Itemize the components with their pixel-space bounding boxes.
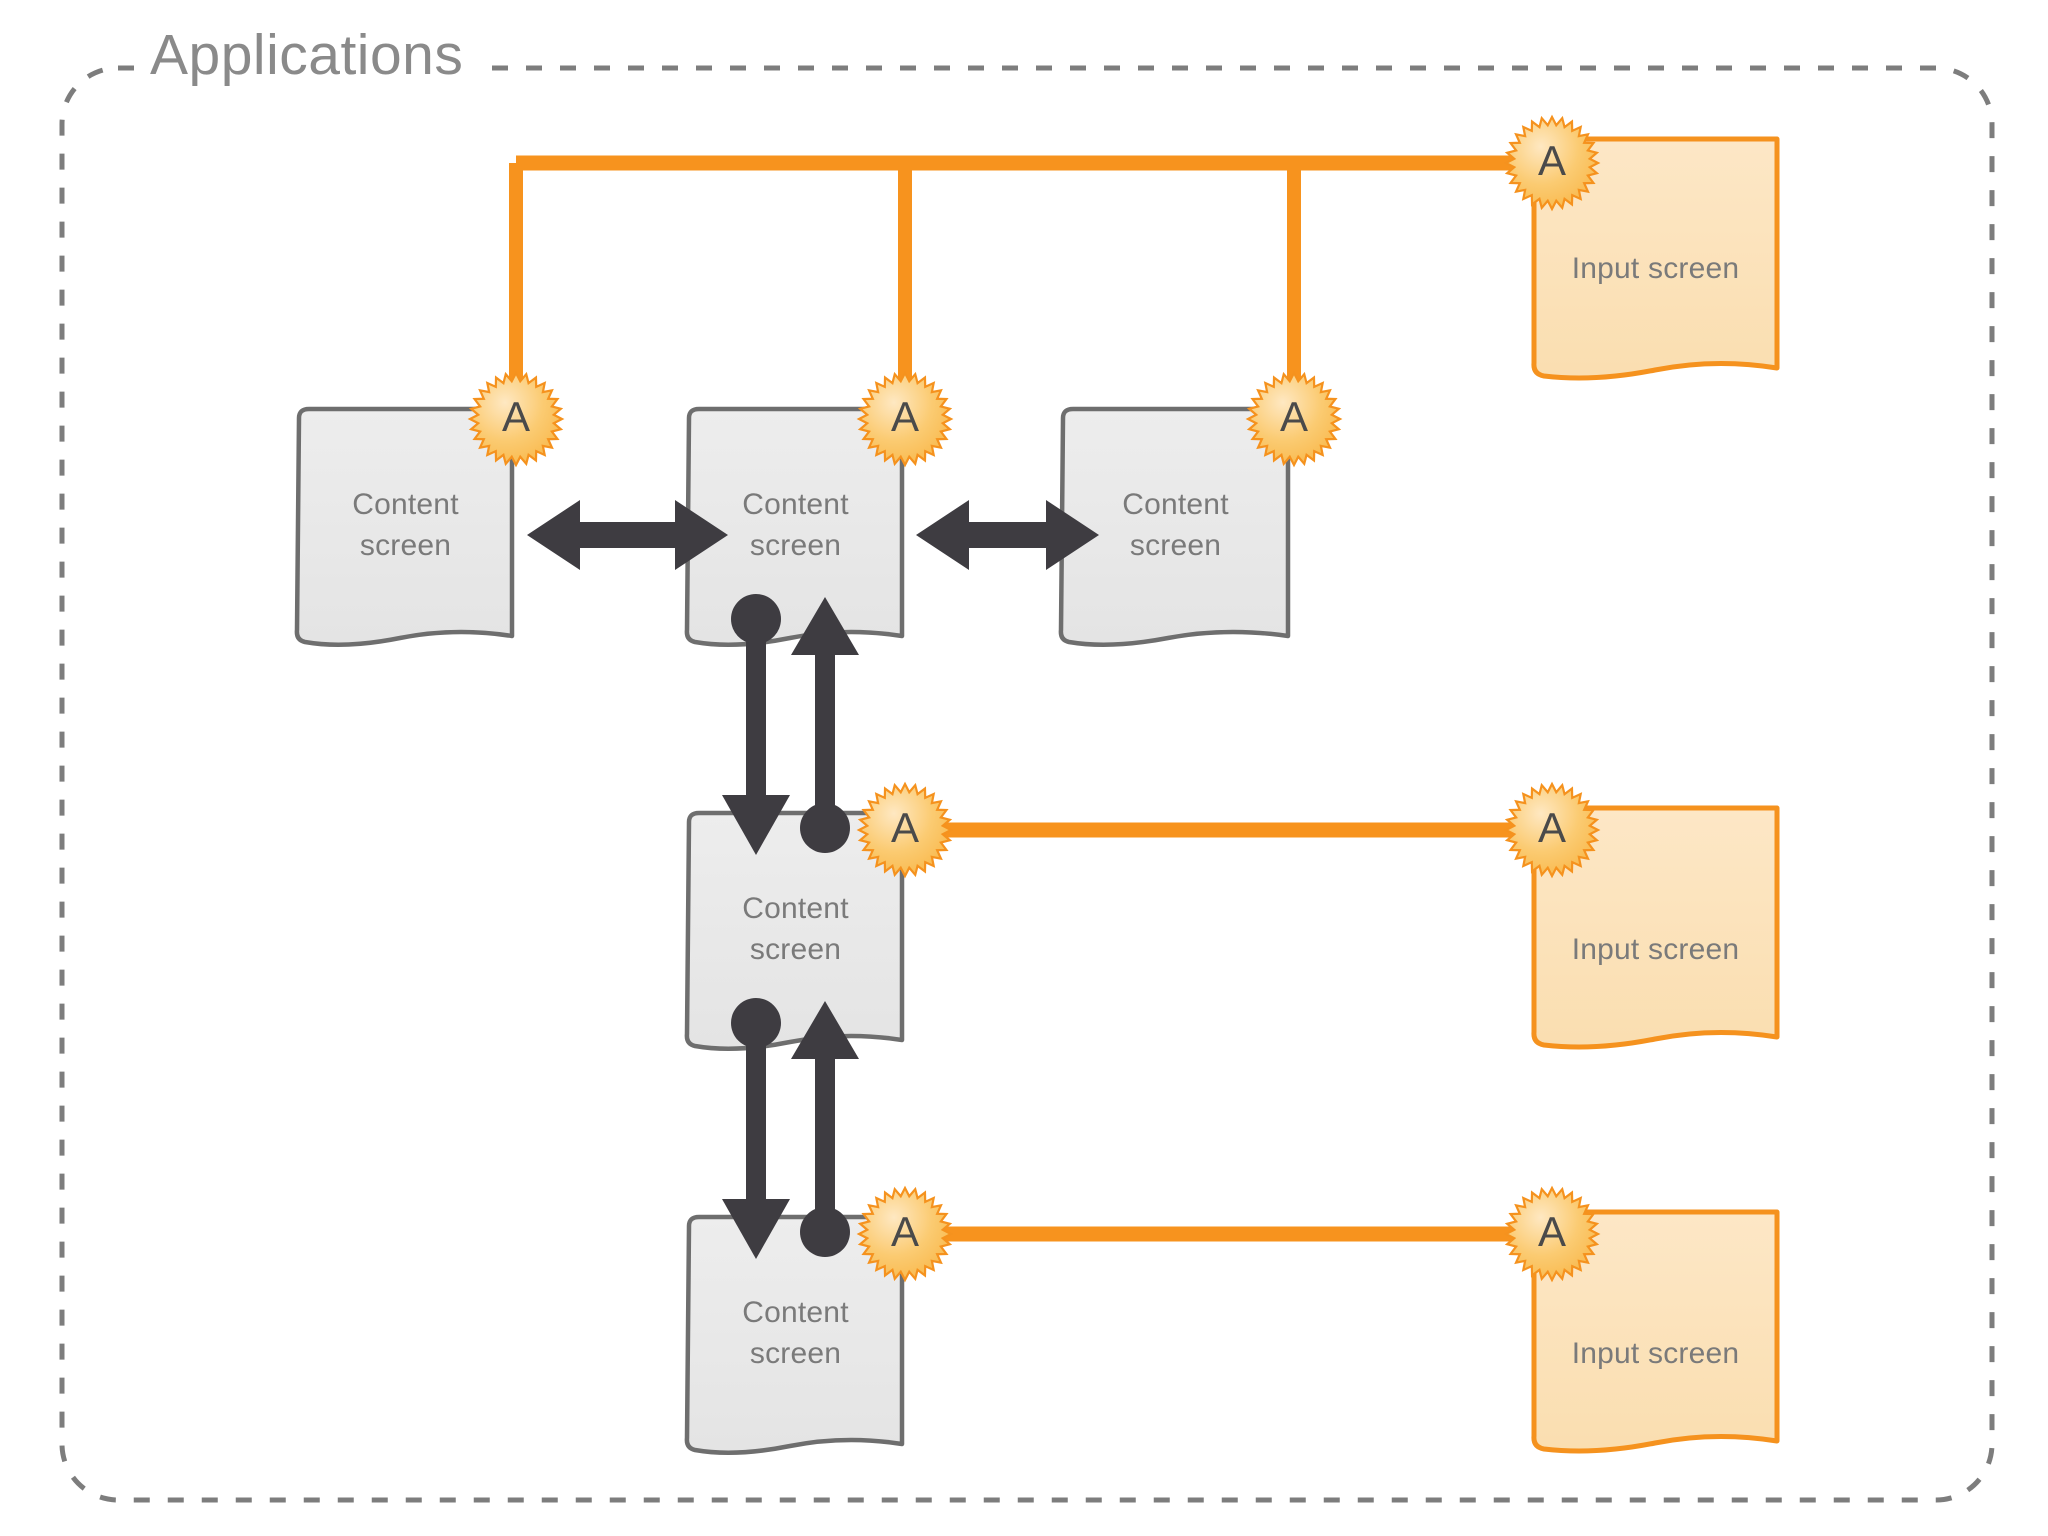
badge-input-2[interactable] [1503, 781, 1601, 879]
bidirectional-arrow-1-2 [527, 500, 728, 570]
content-screen-5[interactable] [684, 1214, 905, 1455]
badge-input-1[interactable] [1503, 114, 1601, 212]
badge-content-2[interactable] [856, 370, 954, 468]
badge-input-3[interactable] [1503, 1185, 1601, 1283]
badge-content-5[interactable] [856, 1185, 954, 1283]
content-screen-2[interactable] [684, 406, 905, 647]
orange-bus-row1 [509, 155, 1559, 412]
content-screen-4[interactable] [684, 810, 905, 1051]
applications-container-border [59, 65, 1995, 1503]
call-connector-4-to-5 [722, 998, 790, 1259]
content-screen-3[interactable] [1058, 406, 1291, 647]
badge-content-4[interactable] [856, 781, 954, 879]
call-connector-2-to-4 [722, 594, 790, 855]
page-title: Applications [140, 25, 478, 86]
badge-content-1[interactable] [467, 370, 565, 468]
content-screen-1[interactable] [294, 406, 515, 647]
badge-content-3[interactable] [1245, 370, 1343, 468]
return-connector-4-to-2 [791, 597, 859, 853]
bidirectional-arrow-2-3 [916, 500, 1099, 570]
return-connector-5-to-4 [791, 1001, 859, 1257]
